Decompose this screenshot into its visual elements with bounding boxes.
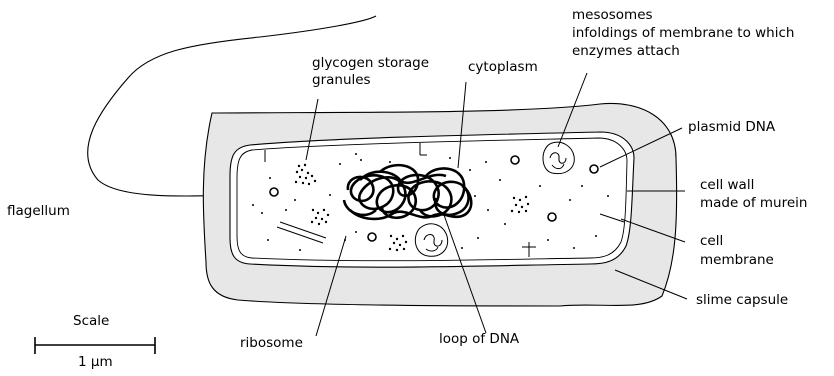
label-plasmid: plasmid DNA bbox=[688, 119, 776, 135]
scale-value: 1 μm bbox=[78, 354, 113, 370]
label-ribosome: ribosome bbox=[240, 335, 303, 351]
scale-bar bbox=[35, 337, 155, 354]
label-glycogen-line2: granules bbox=[312, 72, 371, 88]
label-slime-capsule: slime capsule bbox=[696, 292, 788, 308]
label-cell-membrane-line1: cell bbox=[700, 233, 723, 249]
label-glycogen-line1: glycogen storage bbox=[312, 55, 429, 71]
label-cell-wall-line2: made of murein bbox=[700, 195, 807, 211]
label-mesosomes-line1: mesosomes bbox=[572, 7, 653, 23]
scale-title: Scale bbox=[73, 313, 109, 329]
label-cytoplasm: cytoplasm bbox=[468, 59, 538, 75]
label-cell-wall-line1: cell wall bbox=[700, 177, 754, 193]
label-mesosomes-line2: infoldings of membrane to which bbox=[572, 25, 794, 41]
label-loop-dna: loop of DNA bbox=[439, 331, 520, 347]
label-cell-membrane-line2: membrane bbox=[700, 252, 774, 268]
label-mesosomes-line3: enzymes attach bbox=[572, 43, 680, 59]
label-flagellum: flagellum bbox=[7, 203, 70, 219]
